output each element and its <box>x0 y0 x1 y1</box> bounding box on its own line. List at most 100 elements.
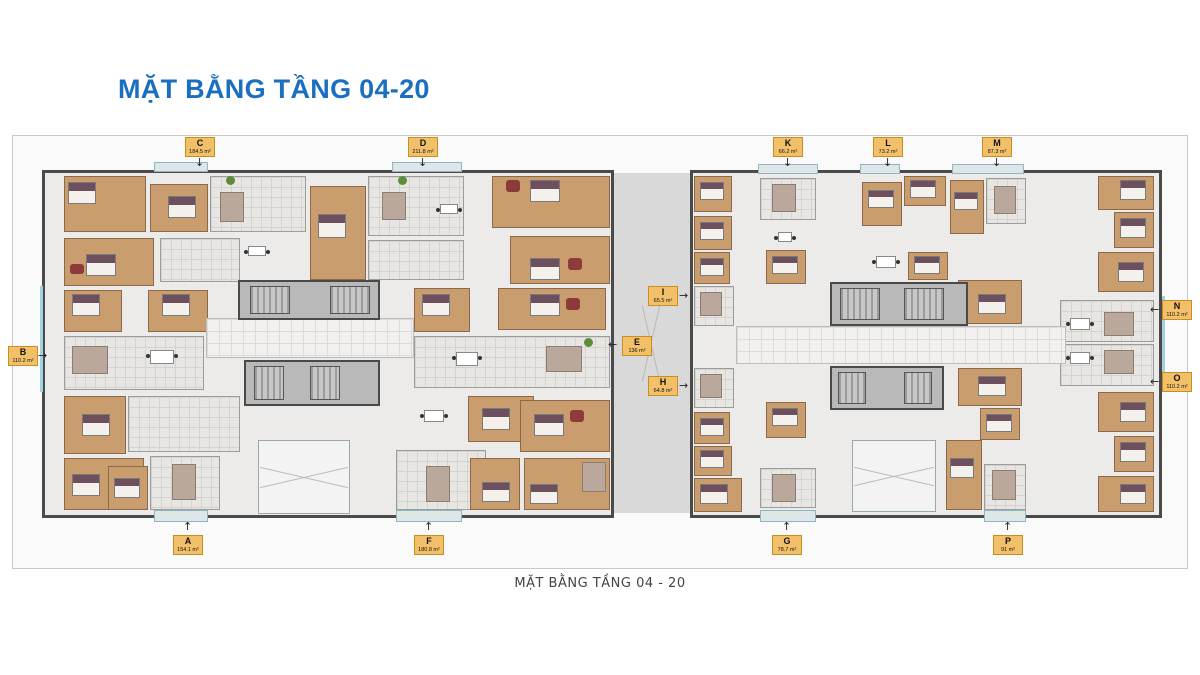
plant <box>584 338 593 347</box>
bed <box>72 294 100 316</box>
unit-area: 184.5 m² <box>189 149 211 155</box>
hall <box>128 396 240 452</box>
room <box>958 280 1022 324</box>
armchair <box>70 264 84 274</box>
armchair <box>570 410 584 422</box>
unit-area: 154.1 m² <box>177 547 199 553</box>
bed <box>868 190 894 208</box>
bed <box>114 478 140 498</box>
armchair <box>566 298 580 310</box>
stair <box>330 286 370 314</box>
unit-code: L <box>885 138 891 148</box>
bed <box>914 256 940 274</box>
unit-code: O <box>1173 373 1181 383</box>
unit-label-h: H 64.8 m² <box>648 376 678 396</box>
bed <box>986 414 1012 432</box>
elevator-shaft <box>254 366 284 400</box>
central-corridor <box>206 318 414 358</box>
unit-code: P <box>1004 536 1011 546</box>
rug <box>1104 350 1134 374</box>
balcony <box>860 164 900 174</box>
unit-area: 66.2 m² <box>778 149 798 155</box>
balcony <box>392 162 462 172</box>
unit-code: H <box>659 377 667 387</box>
bed <box>1120 442 1146 462</box>
bed <box>978 294 1006 314</box>
bed <box>1120 180 1146 200</box>
bed <box>1120 402 1146 422</box>
unit-code: N <box>1173 301 1181 311</box>
unit-area: 65.5 m² <box>653 298 673 304</box>
unit-area: 211.8 m² <box>412 149 434 155</box>
unit-area: 87.3 m² <box>987 149 1007 155</box>
unit-code: I <box>661 287 665 297</box>
right-arrow-icon: → <box>679 289 689 302</box>
unit-label-f: F 180.8 m² <box>414 535 444 555</box>
rug <box>220 192 244 222</box>
up-arrow-icon: ↑ <box>782 520 792 533</box>
bed <box>482 408 510 430</box>
unit-label-b: B 110.2 m² <box>8 346 38 366</box>
unit-label-a: A 154.1 m² <box>173 535 203 555</box>
unit-code: E <box>633 337 640 347</box>
rug <box>772 474 796 502</box>
bed <box>950 458 974 478</box>
rug <box>546 346 582 372</box>
elevator-shaft <box>838 372 866 404</box>
room <box>510 236 610 284</box>
bed <box>700 182 724 200</box>
balcony <box>154 162 208 172</box>
bed <box>86 254 116 276</box>
unit-code: D <box>419 138 427 148</box>
bed <box>168 196 196 218</box>
elevator-shaft <box>310 366 340 400</box>
bed <box>700 222 724 240</box>
down-arrow-icon: ↓ <box>418 156 428 169</box>
unit-area: 73.2 m² <box>878 149 898 155</box>
rug <box>426 466 450 502</box>
bed <box>978 376 1006 396</box>
bed <box>910 180 936 198</box>
unit-code: G <box>783 536 791 546</box>
plant <box>398 176 407 185</box>
unit-area: 110.2 m² <box>1166 312 1188 318</box>
bed <box>700 258 724 276</box>
glass-facade <box>40 286 43 392</box>
bed <box>482 482 510 502</box>
balcony <box>984 510 1026 522</box>
dining-table <box>146 350 178 364</box>
dining-table <box>1066 352 1094 364</box>
bed <box>772 256 798 274</box>
unit-area: 110.2 m² <box>12 358 34 364</box>
unit-code: B <box>19 347 27 357</box>
balcony <box>758 164 818 174</box>
down-arrow-icon: ↓ <box>195 156 205 169</box>
right-arrow-icon: → <box>679 379 689 392</box>
unit-label-n: N 110.2 m² <box>1162 300 1192 320</box>
bed <box>530 258 560 280</box>
unit-label-c: C 184.5 m² <box>185 137 215 157</box>
unit-label-m: M 87.3 m² <box>982 137 1012 157</box>
bed <box>534 414 564 436</box>
unit-label-g: G 78.7 m² <box>772 535 802 555</box>
dining-table <box>774 232 796 242</box>
bed <box>700 450 724 468</box>
dining-table <box>872 256 900 268</box>
unit-area: 180.8 m² <box>418 547 440 553</box>
dining-table <box>244 246 270 256</box>
central-corridor <box>736 326 1066 364</box>
bed <box>82 414 110 436</box>
bed <box>530 484 558 504</box>
bed <box>68 182 96 204</box>
unit-code: K <box>784 138 792 148</box>
glass-facade <box>1162 296 1165 390</box>
unit-label-d: D 211.8 m² <box>408 137 438 157</box>
bed <box>1120 218 1146 238</box>
unit-area: 91 m² <box>1000 547 1016 553</box>
unit-label-p: P 91 m² <box>993 535 1023 555</box>
rug <box>700 292 722 316</box>
rug <box>1104 312 1134 336</box>
balcony <box>760 510 816 522</box>
left-arrow-icon: ← <box>1150 375 1160 388</box>
bed <box>1120 484 1146 504</box>
